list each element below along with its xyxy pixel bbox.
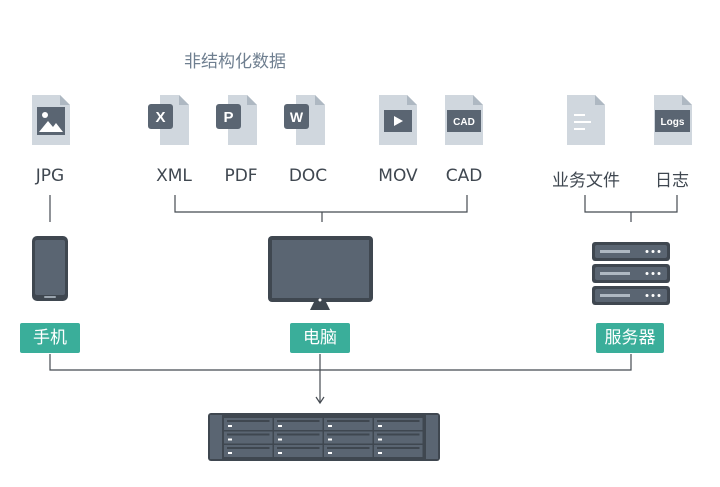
file-label-xml: XML [156, 166, 192, 186]
drive-bay-led [278, 438, 282, 441]
file-label-cad: CAD [445, 166, 483, 186]
drive-bay-led [228, 438, 232, 441]
drive-bay-vent [227, 433, 270, 436]
image-file-icon [32, 95, 70, 145]
nas-storage-icon [208, 413, 440, 461]
file-label-mov: MOV [378, 166, 418, 186]
drive-bay-vent [377, 433, 420, 436]
drive-bay-led [328, 452, 332, 454]
powerpoint-file-icon: P [216, 95, 257, 145]
excel-file-icon: X [148, 95, 189, 145]
drive-bay-led [378, 438, 382, 441]
file-label-jpg: JPG [35, 166, 65, 186]
drive-bay [274, 445, 323, 457]
cad-file-icon: CAD [445, 95, 483, 145]
drive-bay [274, 431, 323, 444]
drive-bay-vent [227, 420, 270, 422]
drive-bay-led [378, 452, 382, 454]
drive-bay-vent [377, 420, 420, 422]
drive-bay-led [228, 452, 232, 454]
drive-bay-vent [377, 447, 420, 449]
cad-badge: CAD [453, 117, 475, 128]
monitor-icon [268, 236, 373, 310]
drive-bay-vent [327, 447, 370, 449]
phone-icon [32, 236, 68, 301]
drive-bay-led [378, 425, 382, 427]
diagram-title: 非结构化数据 [184, 52, 286, 72]
drive-bay-vent [327, 433, 370, 436]
drive-bay-led [328, 438, 332, 441]
drive-bay [224, 418, 273, 430]
server-icon [592, 242, 670, 305]
drive-bay [324, 445, 373, 457]
logs-badge: Logs [661, 117, 685, 128]
drive-bay-vent [277, 420, 320, 422]
drive-bay [224, 445, 273, 457]
device-tag-server: 服务器 [596, 323, 664, 353]
excel-badge: X [155, 109, 165, 126]
file-label-logs: 日志 [655, 171, 689, 191]
video-file-icon [379, 95, 417, 145]
drive-bay-led [278, 452, 282, 454]
text-file-icon [567, 95, 605, 145]
word-badge: W [290, 109, 304, 125]
powerpoint-badge: P [223, 109, 233, 126]
drive-bay [274, 418, 323, 430]
file-label-pdf: PDF [224, 166, 258, 186]
drive-bay-vent [277, 447, 320, 449]
drive-bay-vent [277, 433, 320, 436]
drive-bay [324, 431, 373, 444]
drive-bay [374, 431, 423, 444]
file-label-business: 业务文件 [552, 171, 620, 191]
drive-bay-led [328, 425, 332, 427]
drive-bay [324, 418, 373, 430]
drive-bay [374, 418, 423, 430]
logs-file-icon: Logs [654, 95, 692, 145]
drive-bay-vent [327, 420, 370, 422]
word-file-icon: W [284, 95, 325, 145]
device-tag-phone: 手机 [20, 323, 80, 353]
drive-bay [374, 445, 423, 457]
drive-bay-led [228, 425, 232, 427]
drive-bay-led [278, 425, 282, 427]
device-tag-pc: 电脑 [290, 323, 350, 353]
drive-bay-vent [227, 447, 270, 449]
connector-lines [49, 195, 678, 405]
file-label-doc: DOC [288, 166, 328, 186]
drive-bay [224, 431, 273, 444]
